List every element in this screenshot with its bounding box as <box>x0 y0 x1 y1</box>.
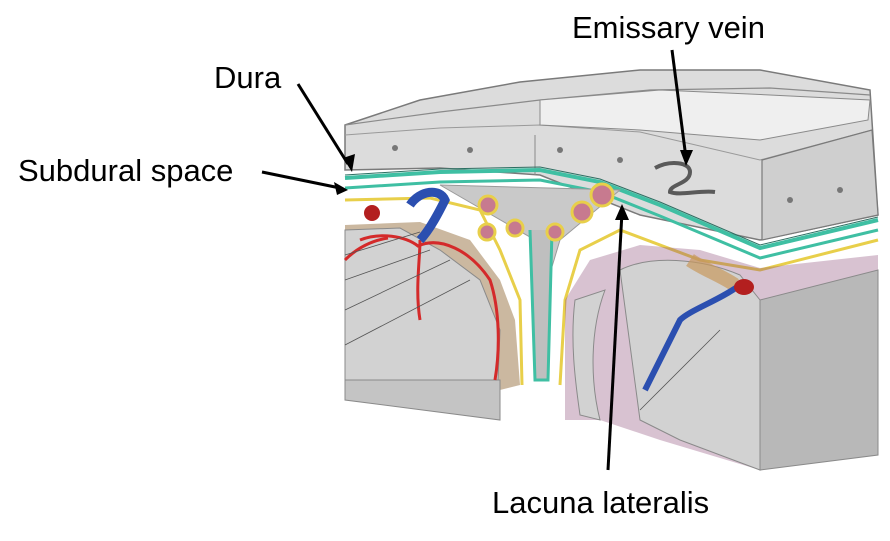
brain-right <box>565 245 879 471</box>
falx <box>528 229 554 382</box>
arrow-subdural-space <box>261 170 341 190</box>
emissary-vein <box>654 161 716 196</box>
skull-bone <box>344 69 879 241</box>
arrow-lacuna-lateralis <box>606 211 624 471</box>
label-emissary-vein: Emissary vein <box>572 10 765 45</box>
label-lacuna-lateralis: Lacuna lateralis <box>492 485 710 520</box>
brain-left <box>343 187 520 421</box>
label-dura: Dura <box>214 60 282 95</box>
arrow-dura <box>296 83 350 165</box>
label-subdural-space: Subdural space <box>18 153 234 188</box>
arrow-heads <box>334 150 693 220</box>
pointer-arrows <box>261 49 688 471</box>
arrow-emissary-vein <box>670 49 688 159</box>
arachnoid-granulations <box>477 182 615 242</box>
